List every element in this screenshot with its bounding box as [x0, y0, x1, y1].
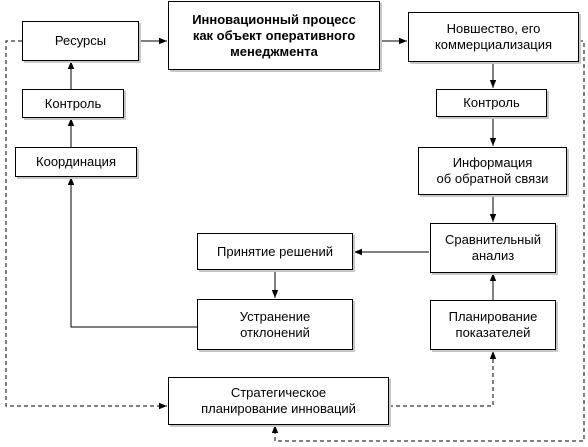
box-text-line: анализ	[471, 248, 515, 263]
box-text-line: показателей	[455, 325, 531, 340]
box-text-line: Планирование	[448, 309, 538, 324]
box-text-line: Устранение	[239, 308, 311, 324]
box-text-line: об обратной связи	[436, 171, 549, 186]
box-elimination: Устранение отклонений	[197, 299, 353, 350]
box-text-line: Принятие решений	[217, 243, 333, 259]
arrow-elimination-to-coordination	[67, 177, 197, 328]
box-text-line: планирование инноваций	[201, 401, 356, 416]
box-text-line: Новшество, его	[446, 21, 541, 36]
box-text-line: Контроль	[463, 95, 520, 110]
box-innovation: Новшество, его коммерциализация	[408, 12, 579, 62]
dashed-arrow-resources-to-strategic	[5, 40, 167, 410]
box-control-left: Контроль	[22, 89, 124, 118]
box-text-line: менеджмента	[230, 43, 318, 59]
box-resources: Ресурсы	[22, 21, 139, 61]
box-center-process: Инновационный процесс как объект операти…	[168, 1, 380, 70]
box-feedback: Информация об обратной связи	[418, 147, 567, 195]
box-indicator-planning: Планирование показателей	[430, 300, 556, 350]
box-decisions: Принятие решений	[197, 233, 353, 270]
dashed-arrow-innovation-to-strategic	[271, 40, 585, 442]
box-text-line: Стратегическое	[230, 385, 327, 400]
dashed-arrow-strategic-to-planning	[389, 351, 497, 407]
box-control-right: Контроль	[436, 89, 547, 117]
box-strategic-planning: Стратегическое планирование инноваций	[168, 377, 389, 425]
box-text-line: Контроль	[44, 95, 102, 111]
box-text-line: Информация	[452, 155, 533, 170]
box-comparative-analysis: Сравнительный анализ	[430, 223, 556, 273]
box-coordination: Координация	[15, 147, 137, 177]
box-text-line: Инновационный процесс	[192, 11, 356, 27]
box-text-line: Координация	[36, 154, 116, 169]
box-text-line: коммерциализация	[434, 37, 553, 52]
box-text-line: Ресурсы	[54, 33, 107, 48]
box-text-line: отклонений	[240, 324, 310, 340]
box-text-line: Сравнительный	[445, 232, 541, 247]
box-text-line: как объект оперативного	[192, 27, 356, 43]
